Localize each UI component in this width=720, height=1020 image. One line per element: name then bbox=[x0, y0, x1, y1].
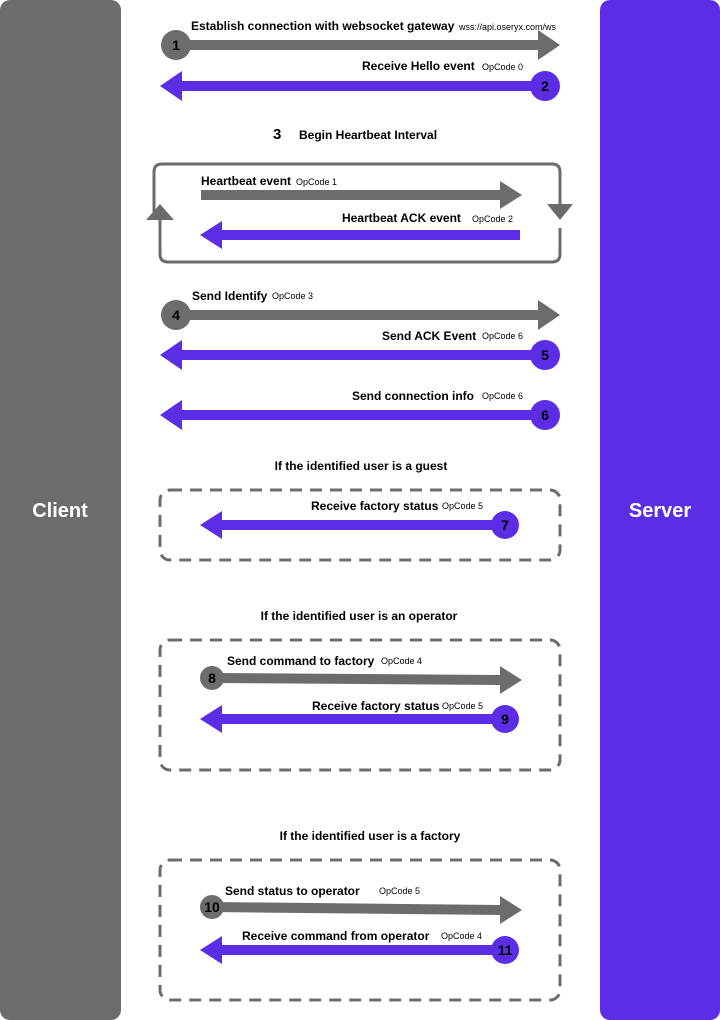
step-6-opcode: OpCode 6 bbox=[482, 391, 523, 401]
step-1-badge bbox=[161, 30, 191, 60]
step-10-badge bbox=[200, 895, 224, 919]
step-9-arrow bbox=[200, 705, 505, 733]
step-2-opcode: OpCode 0 bbox=[482, 62, 523, 72]
step-6-badge bbox=[530, 400, 560, 430]
heartbeat-ack-arrow bbox=[200, 221, 520, 249]
guest-box bbox=[158, 488, 562, 562]
step-6-label: Send connection info bbox=[352, 389, 474, 403]
step-1-label: Establish connection with websocket gate… bbox=[191, 19, 455, 33]
step-6-arrow bbox=[160, 400, 545, 430]
heartbeat-arrow bbox=[201, 181, 522, 209]
loop-down-arrowhead bbox=[547, 204, 573, 220]
step-2-label: Receive Hello event bbox=[362, 59, 475, 73]
server-lane-label: Server bbox=[629, 500, 691, 522]
heartbeat-label: Heartbeat event bbox=[201, 174, 291, 188]
step-7-label: Receive factory status bbox=[311, 499, 439, 513]
step-2-arrow bbox=[160, 71, 545, 101]
heartbeat-ack-opcode: OpCode 2 bbox=[472, 214, 513, 224]
step-5-label: Send ACK Event bbox=[382, 329, 476, 343]
step-10-number: 10 bbox=[204, 899, 220, 915]
step-1-arrow bbox=[176, 30, 560, 60]
step-4-number: 4 bbox=[172, 307, 180, 323]
heartbeat-ack-label: Heartbeat ACK event bbox=[342, 211, 461, 225]
step-10-opcode: OpCode 5 bbox=[379, 886, 420, 896]
step-11-number: 11 bbox=[498, 942, 513, 958]
step-11-label: Receive command from operator bbox=[242, 929, 430, 943]
step-1-url: wss://api.oseryx.com/ws bbox=[458, 22, 557, 32]
step-5-badge bbox=[530, 340, 560, 370]
step-4-label: Send Identify bbox=[192, 289, 268, 303]
step-4-arrow bbox=[176, 300, 560, 330]
step-2-badge bbox=[530, 71, 560, 101]
step-5-number: 5 bbox=[541, 347, 549, 363]
step-11-arrow bbox=[200, 936, 505, 964]
heartbeat-loop-box bbox=[146, 162, 573, 264]
step-3-number: 3 bbox=[273, 126, 281, 143]
step-7-arrow bbox=[200, 511, 505, 539]
step-11-opcode: OpCode 4 bbox=[441, 931, 482, 941]
step-4-opcode: OpCode 3 bbox=[272, 291, 313, 301]
step-9-number: 9 bbox=[501, 711, 509, 727]
step-2-number: 2 bbox=[541, 78, 549, 94]
step-9-opcode: OpCode 5 bbox=[442, 701, 483, 711]
step-8-badge bbox=[200, 666, 224, 690]
step-8-opcode: OpCode 4 bbox=[381, 656, 422, 666]
step-9-badge bbox=[491, 705, 519, 733]
step-11-badge bbox=[491, 936, 519, 964]
operator-condition: If the identified user is an operator bbox=[261, 609, 458, 623]
step-7-opcode: OpCode 5 bbox=[442, 501, 483, 511]
server-lane bbox=[600, 0, 720, 1020]
guest-condition: If the identified user is a guest bbox=[275, 459, 448, 473]
step-9-label: Receive factory status bbox=[312, 699, 440, 713]
factory-condition: If the identified user is a factory bbox=[280, 829, 461, 843]
client-lane bbox=[0, 0, 121, 1020]
heartbeat-opcode: OpCode 1 bbox=[296, 177, 337, 187]
step-1-number: 1 bbox=[172, 37, 180, 53]
factory-box bbox=[158, 858, 562, 1002]
step-3-label: Begin Heartbeat Interval bbox=[299, 128, 437, 142]
operator-box bbox=[158, 638, 562, 772]
step-5-opcode: OpCode 6 bbox=[482, 331, 523, 341]
step-7-badge bbox=[491, 511, 519, 539]
step-10-arrow bbox=[211, 896, 522, 924]
step-4-badge bbox=[161, 300, 191, 330]
loop-up-arrowhead bbox=[146, 204, 174, 220]
step-8-label: Send command to factory bbox=[227, 654, 375, 668]
step-8-number: 8 bbox=[208, 670, 216, 686]
step-6-number: 6 bbox=[541, 407, 549, 423]
step-8-arrow bbox=[211, 666, 522, 694]
step-10-label: Send status to operator bbox=[225, 884, 360, 898]
step-7-number: 7 bbox=[501, 517, 509, 533]
step-5-arrow bbox=[160, 340, 545, 370]
client-lane-label: Client bbox=[32, 500, 88, 522]
